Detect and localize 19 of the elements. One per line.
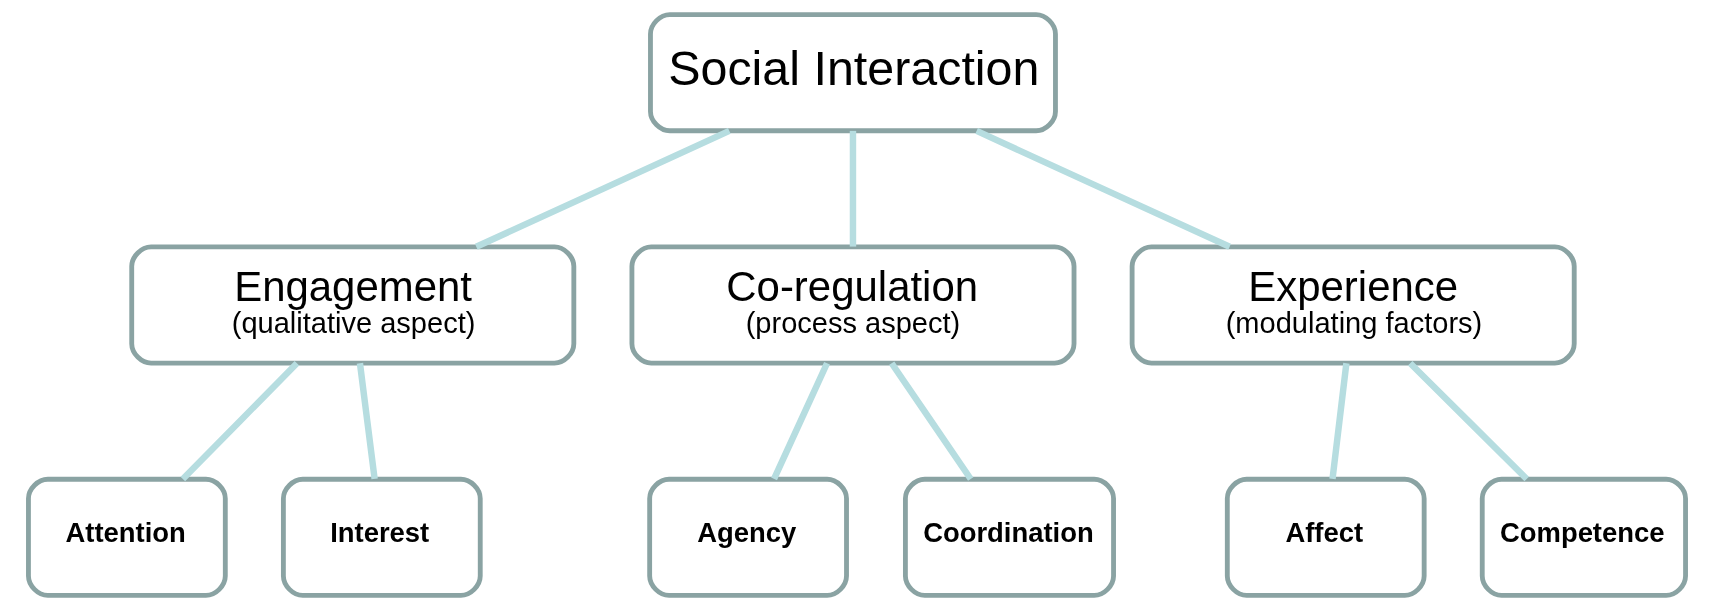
connector (1329, 362, 1350, 480)
connector (889, 361, 974, 481)
node-box: Social Interaction (648, 12, 1058, 134)
connector (356, 362, 378, 480)
connector (771, 361, 830, 481)
connector (1407, 360, 1529, 482)
node-box: Co-regulation (process aspect) (629, 244, 1077, 366)
connector (474, 127, 731, 250)
node-box: Agency (647, 476, 849, 598)
connector (849, 130, 857, 247)
node-box: Coordination (903, 476, 1116, 598)
node-box: Affect (1224, 476, 1427, 598)
node-box: Attention (26, 476, 228, 598)
node-box: Interest (280, 476, 483, 598)
node-box: Engagement (qualitative aspect) (129, 244, 577, 366)
connector (180, 361, 300, 482)
node-box: Experience (modulating factors) (1129, 244, 1577, 366)
node-box: Competence (1479, 476, 1688, 598)
connector (975, 127, 1231, 250)
